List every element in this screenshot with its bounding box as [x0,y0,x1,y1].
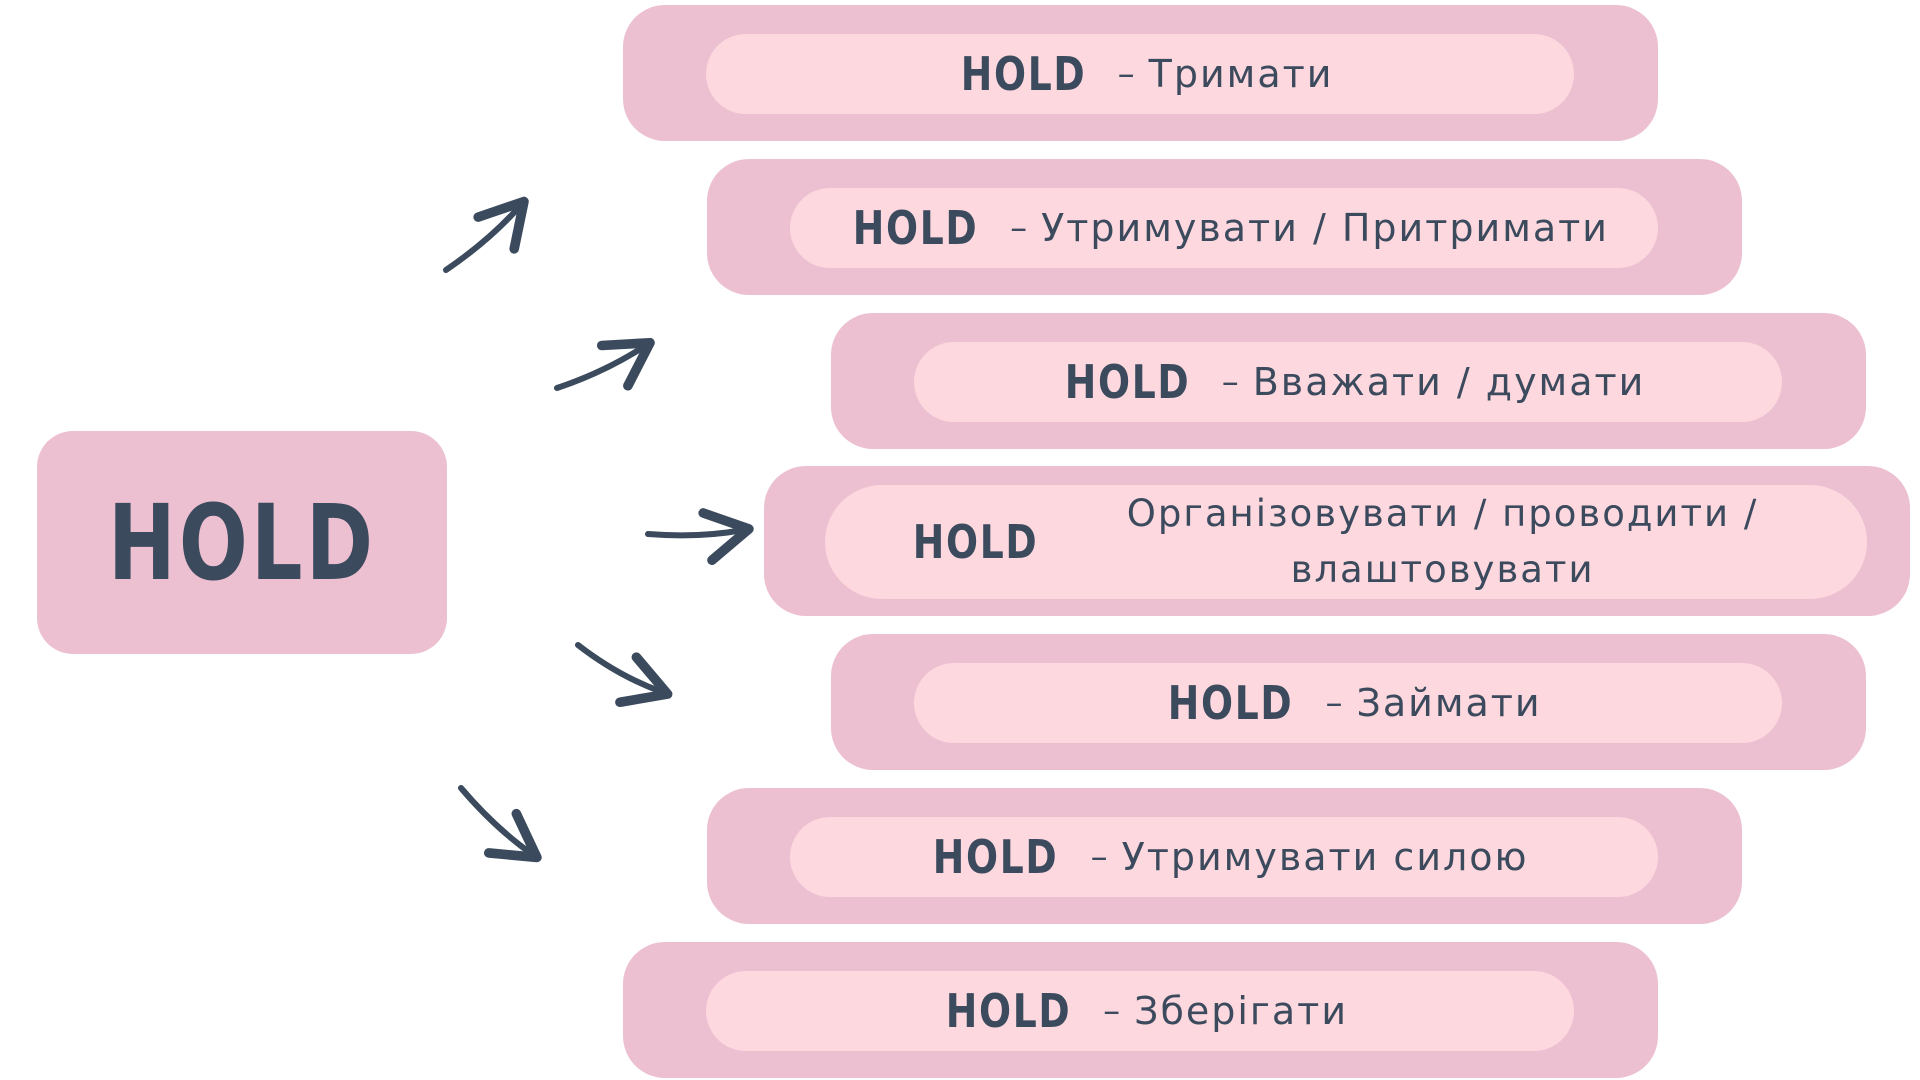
term-label: HOLD [960,47,1086,101]
meaning-text: Організовувати / проводити / влаштовуват… [1126,492,1759,591]
meaning-pill-4: HOLD Організовувати / проводити / влашто… [825,485,1867,599]
meaning-box-2: HOLD – Утримувати / Притримати [707,159,1742,295]
meaning-box-5: HOLD – Займати [831,634,1866,770]
term-label: HOLD [1064,355,1190,409]
arrow-up-right-icon [443,196,529,273]
meaning-box-7: HOLD – Зберігати [623,942,1658,1078]
meaning-text: Тримати [1148,52,1334,96]
meaning-pill-7: HOLD – Зберігати [706,971,1574,1051]
meaning-pill-2: HOLD – Утримувати / Притримати [790,188,1658,268]
dash-separator: – [1221,362,1239,402]
arrow-up-right-icon [554,337,655,391]
main-concept-box: HOLD [37,431,447,654]
dash-separator: – [1010,208,1028,248]
meaning-text: Зберігати [1134,989,1349,1033]
meaning-box-6: HOLD – Утримувати силою [707,788,1742,924]
main-concept-word: HOLD [107,481,377,604]
arrow-down-right-icon [458,785,542,863]
term-label: HOLD [852,201,979,255]
term-label: HOLD [1168,676,1294,730]
meaning-box-1: HOLD – Тримати [623,5,1658,141]
term-label: HOLD [913,515,1039,569]
dash-separator: – [1103,991,1121,1031]
term-label: HOLD [945,984,1072,1038]
meaning-text: Утримувати / Притримати [1041,206,1609,250]
meaning-pill-5: HOLD – Займати [914,663,1782,743]
meaning-text: Утримувати силою [1121,835,1529,879]
dash-separator: – [1325,683,1343,723]
arrow-down-right-icon [575,642,673,708]
dash-separator: – [1090,837,1108,877]
meaning-pill-6: HOLD – Утримувати силою [790,817,1658,897]
meaning-pill-1: HOLD – Тримати [706,34,1574,114]
meaning-text: Займати [1356,681,1542,725]
dash-separator: – [1117,54,1135,94]
meaning-box-4: HOLD Організовувати / проводити / влашто… [764,466,1910,616]
term-label: HOLD [933,830,1059,884]
meaning-box-3: HOLD – Вважати / думати [831,313,1866,449]
meaning-pill-3: HOLD – Вважати / думати [914,342,1782,422]
meaning-text: Вважати / думати [1252,360,1646,404]
arrow-right-icon [645,508,754,565]
